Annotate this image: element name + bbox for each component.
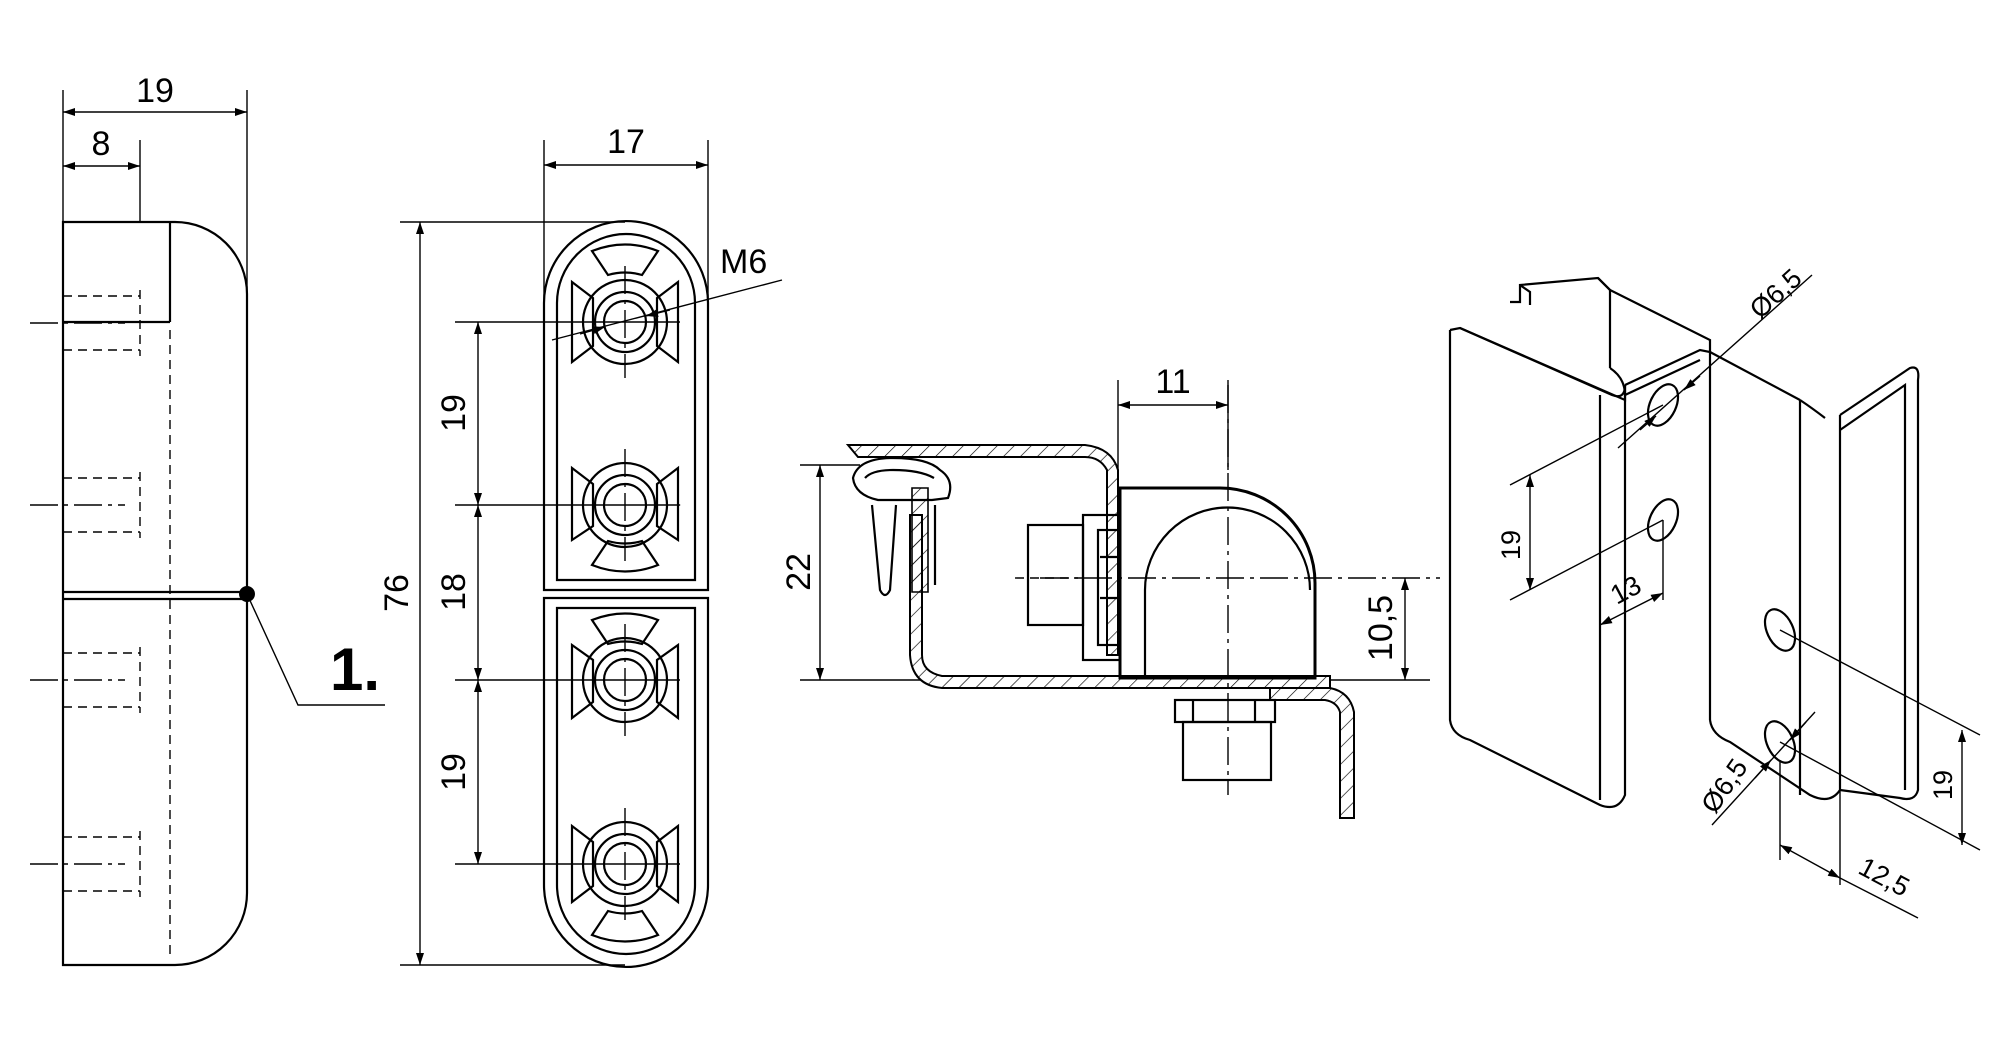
profile-rail-back [1510, 276, 1712, 368]
dim-label: 19 [1928, 770, 1958, 800]
mounting-nut [1173, 698, 1277, 782]
callout-leader: 1. [239, 586, 385, 706]
dim-label: 19 [136, 72, 174, 110]
dim-edge-left: 13 [1599, 520, 1664, 640]
dim-offset: 8 [63, 125, 141, 222]
dim-spacing-right: 19 [1779, 629, 1981, 851]
dim-height: 22 [780, 464, 920, 681]
dim-width: 17 [543, 123, 709, 300]
profile-rail-left [1448, 326, 1712, 809]
dim-axis-height: 10,5 [1330, 578, 1430, 681]
dim-offset: 11 [1117, 363, 1229, 470]
sheet-metal-section [845, 444, 1355, 819]
dim-label: 18 [435, 573, 473, 611]
dim-label: 10,5 [1362, 595, 1400, 661]
front-view: 17 M6 76 19 18 19 [378, 123, 783, 969]
side-view: 19 8 1. [30, 72, 385, 967]
centerlines [30, 322, 125, 865]
isometric-view: Ø6,5 19 13 Ø6,5 19 [1448, 263, 1981, 919]
edge-seal [851, 456, 952, 597]
dim-label: M6 [720, 243, 767, 281]
dim-label: 19 [1496, 530, 1526, 560]
dim-label: 76 [378, 574, 416, 612]
mounting-holes [570, 243, 680, 943]
dim-total-width: 19 [62, 72, 248, 294]
callout-label: 1. [330, 636, 380, 703]
profile-rail-right [1708, 351, 1920, 801]
dim-label: Ø6,5 [1695, 753, 1753, 818]
dim-label: Ø6,5 [1744, 263, 1808, 324]
dim-label: 22 [780, 553, 818, 591]
dim-total-height: 76 [378, 221, 625, 966]
hinge-body [1015, 486, 1317, 680]
rail-holes [1646, 383, 1797, 764]
dim-label: 19 [435, 394, 473, 432]
dim-label: 8 [92, 125, 111, 163]
dim-label: 17 [607, 123, 645, 161]
section-view: 11 22 10,5 [780, 363, 1440, 819]
dim-spacing-left: 19 [1496, 404, 1664, 601]
dim-label: 19 [435, 753, 473, 791]
dim-pitches: 19 18 19 [435, 321, 680, 865]
hidden-thread-holes [63, 290, 141, 897]
dim-label: 12,5 [1854, 851, 1914, 902]
dim-thread: M6 [551, 243, 783, 341]
dim-label: 11 [1155, 363, 1190, 401]
